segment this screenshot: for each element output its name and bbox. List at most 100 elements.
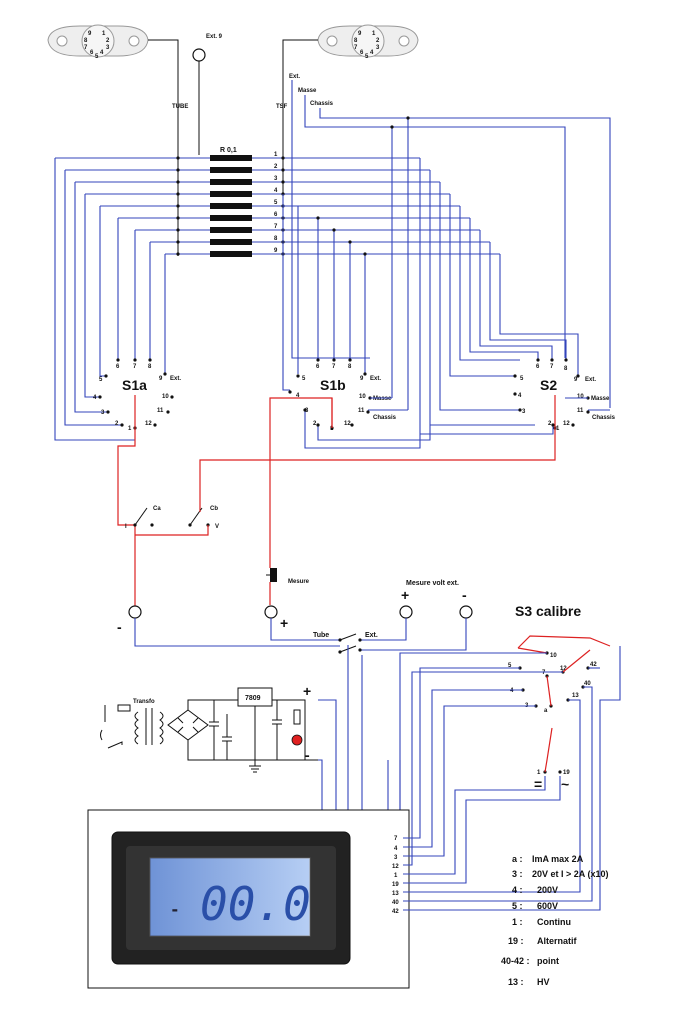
- s1a-pin-4: 4: [93, 395, 97, 401]
- s2-pin-6: 6: [536, 364, 540, 370]
- s1a-pin-2: 2: [115, 421, 119, 427]
- legend-key: 3 :: [512, 869, 523, 879]
- s2-red-out: [199, 428, 556, 510]
- ext-wire: [291, 80, 370, 359]
- s3-pin-13: 13: [572, 693, 579, 699]
- transfo-label: Transfo: [133, 699, 155, 705]
- switch-ca-cb: Ca Cb I V: [125, 506, 219, 536]
- s2-ext-label: Ext.: [585, 377, 596, 383]
- regulator-label: 7809: [245, 695, 261, 702]
- shunt-number: 4: [274, 188, 278, 194]
- s3-label: S3 calibre: [515, 603, 581, 619]
- tube-cable: [148, 39, 179, 155]
- switch-s3-calibre: S3 calibre 10 5 12 42 7 40 4 13 3 a 1 19…: [399, 603, 621, 890]
- s1b-pin-5: 5: [302, 376, 306, 382]
- s3-pin-40: 40: [584, 681, 591, 687]
- legend-key: 4 :: [512, 885, 523, 895]
- legend-text: 600V: [537, 901, 558, 911]
- socket-pin-8: 8: [84, 38, 88, 44]
- socket-pin-7: 7: [84, 45, 88, 51]
- s2-pin-8: 8: [564, 366, 568, 372]
- s1b-pin-8: 8: [348, 364, 352, 370]
- ext-minus-label: -: [462, 587, 467, 603]
- tube-socket-left: 9 1 8 2 7 3 6 4 5: [47, 24, 149, 60]
- shunt-number: 3: [274, 176, 278, 182]
- tube-ext-switch: Tube Ext.: [134, 618, 467, 818]
- s1b-ext-label: Ext.: [370, 376, 381, 382]
- shunt-number-labels: 1 2 3 4 5 6 7 8 9: [274, 152, 278, 254]
- s2-masse-label: Masse: [591, 396, 610, 402]
- psu-minus-label: -: [305, 747, 310, 763]
- ext-terminal-plus: [399, 605, 413, 619]
- socket-pin-8: 8: [354, 38, 358, 44]
- socket-pin-5: 5: [365, 54, 369, 60]
- legend-key: 1 :: [512, 917, 523, 927]
- s1a-pin-10: 10: [162, 394, 169, 400]
- junction: [390, 125, 394, 129]
- lcd-panel-meter: - 00.0: [111, 831, 351, 965]
- s1b-wiring: [282, 158, 431, 449]
- mesure-volt-ext-label: Mesure volt ext.: [406, 580, 459, 587]
- r01-label: R 0,1: [220, 147, 237, 154]
- shunt-number: 2: [274, 164, 278, 170]
- socket-pin-4: 4: [100, 50, 104, 56]
- s2-pin-10: 10: [577, 394, 584, 400]
- s1b-pin-2: 2: [313, 421, 317, 427]
- top-chassis-label: Chassis: [310, 101, 334, 107]
- legend-key: 40-42 :: [501, 956, 530, 966]
- s1b-pin-7: 7: [332, 364, 336, 370]
- meter-pin-labels: 7 4 3 12 1 19 13 40 42: [392, 818, 601, 915]
- s3-pin-10: 10: [550, 653, 557, 659]
- terminal-minus: [128, 605, 142, 619]
- s1a-wiring: [54, 158, 166, 441]
- s1a-pin-5: 5: [99, 377, 103, 383]
- ext-terminal-minus: [459, 605, 473, 619]
- ac-symbol: ~: [561, 776, 569, 792]
- socket-pin-6: 6: [360, 50, 364, 56]
- s1b-red-out: [269, 397, 333, 568]
- legend-key: a :: [512, 854, 523, 864]
- meter-pin: 4: [394, 846, 398, 852]
- s2-pin-12: 12: [563, 421, 570, 427]
- meter-pin: 1: [394, 873, 398, 879]
- switch-s1a: S1a 1 2 3 4 5 6 7 8 9 Ext. 10 11 12: [93, 358, 181, 432]
- shunt-number: 9: [274, 248, 278, 254]
- socket-pin-9: 9: [358, 31, 362, 37]
- calibre-legend: a : ImA max 2A 3 : 20V et I > 2A (x10) 4…: [501, 854, 608, 987]
- s1b-pin-6: 6: [316, 364, 320, 370]
- v-label: V: [215, 524, 219, 530]
- s2-pin-2: 2: [548, 421, 552, 427]
- mesure-pushbutton: Mesure: [266, 568, 310, 605]
- socket-pin-4: 4: [370, 50, 374, 56]
- legend-key: 13 :: [508, 977, 524, 987]
- legend-text: HV: [537, 977, 550, 987]
- socket-pin-2: 2: [106, 38, 110, 44]
- s3-pin-a: a: [544, 708, 548, 714]
- legend-text: Alternatif: [537, 936, 578, 946]
- s1b-pin-11: 11: [358, 408, 365, 414]
- ca-label: Ca: [153, 506, 161, 512]
- shunt-number: 7: [274, 224, 278, 230]
- meter-pin: 19: [392, 882, 399, 888]
- socket-pin-3: 3: [106, 45, 110, 51]
- s3-pin-4: 4: [510, 688, 514, 694]
- legend-text: 20V et I > 2A (x10): [532, 869, 608, 879]
- socket-pin-9: 9: [88, 31, 92, 37]
- socket-pin-7: 7: [354, 45, 358, 51]
- switch-s2: S2 2 1 3 4 5 6 7 8 9 Ext. 10 Masse 11 Ch…: [513, 358, 616, 432]
- meter-pin: 42: [392, 909, 399, 915]
- s1b-pin-12: 12: [344, 421, 351, 427]
- shunt-number: 1: [274, 152, 278, 158]
- ext9-label: Ext. 9: [206, 34, 223, 40]
- power-led-icon: [291, 734, 303, 746]
- legend-text: point: [537, 956, 559, 966]
- s2-pin-3: 3: [522, 409, 526, 415]
- legend-text: ImA max 2A: [532, 854, 584, 864]
- mains-plug-icon: [100, 729, 103, 741]
- socket-pin-5: 5: [95, 54, 99, 60]
- s3-pin-1: 1: [537, 770, 541, 776]
- junction: [406, 116, 410, 120]
- s3-pin-19: 19: [563, 770, 570, 776]
- terminal-plus: [264, 605, 278, 619]
